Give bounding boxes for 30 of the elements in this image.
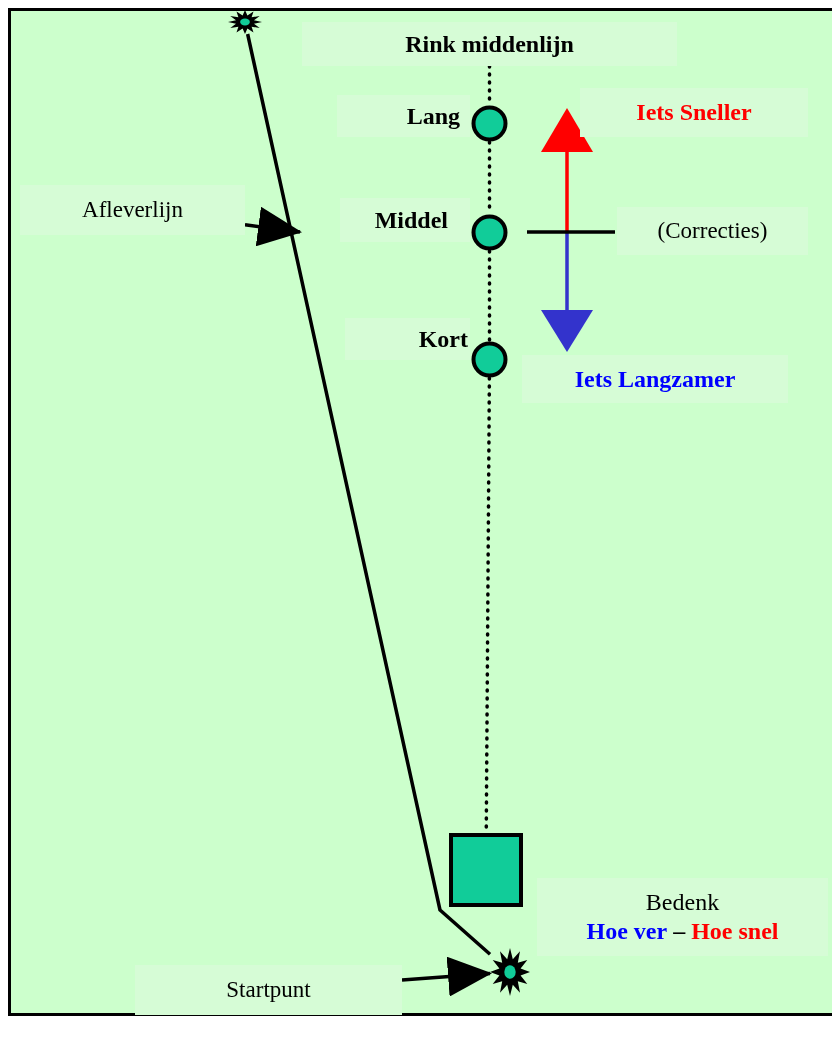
position-circle bbox=[471, 341, 508, 378]
arrow bbox=[401, 956, 492, 997]
text-label: Afleverlijn bbox=[82, 196, 183, 224]
text-label: Bedenk bbox=[645, 888, 720, 917]
text-label: Rink middenlijn bbox=[405, 29, 574, 59]
text-label: Hoe ver bbox=[586, 917, 668, 946]
star-mark bbox=[228, 10, 262, 34]
dotted-line bbox=[487, 249, 492, 343]
text-label: (Correcties) bbox=[657, 217, 768, 245]
label-patch bbox=[135, 965, 402, 1015]
label-patch bbox=[345, 318, 470, 360]
text-label: Iets Sneller bbox=[636, 98, 752, 127]
square-block bbox=[449, 833, 523, 907]
label-patch bbox=[340, 198, 470, 242]
position-circle bbox=[471, 105, 508, 142]
text-label: Iets Langzamer bbox=[574, 364, 736, 394]
line bbox=[245, 33, 492, 956]
arrow bbox=[244, 206, 302, 247]
star-mark bbox=[490, 948, 530, 996]
text-label: Middel bbox=[374, 205, 448, 235]
text-label: Kort bbox=[418, 324, 468, 354]
label-patch bbox=[337, 95, 470, 137]
label-patch bbox=[580, 88, 808, 137]
label-patch bbox=[302, 22, 677, 66]
label-patch bbox=[20, 185, 245, 235]
position-circle bbox=[471, 214, 508, 251]
text-label: Startpunt bbox=[226, 976, 311, 1004]
text-label: Lang bbox=[406, 101, 460, 131]
text-label: – bbox=[673, 917, 686, 946]
text-label: Hoe snel bbox=[691, 917, 779, 946]
